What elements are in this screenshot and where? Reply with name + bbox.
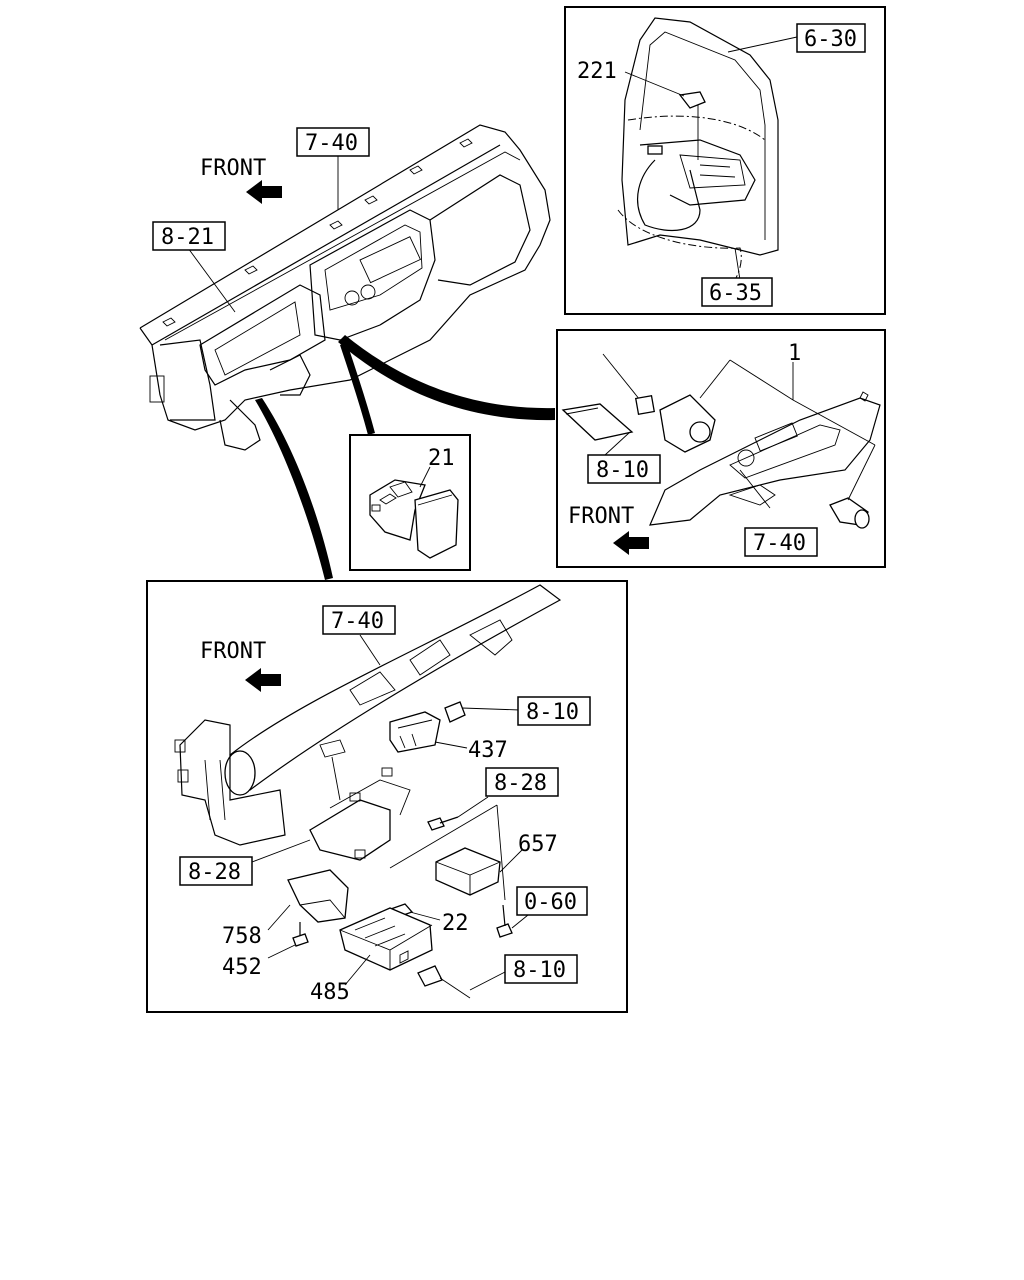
ref-box-bracket-screw: 0-60 bbox=[516, 886, 588, 916]
ref-label-bracket-bolt: 8-28 bbox=[494, 771, 547, 796]
part-label-relay: 437 bbox=[468, 738, 508, 763]
console-detail-frame bbox=[556, 329, 886, 568]
door-assembly bbox=[617, 17, 798, 301]
part-label-door-switch: 221 bbox=[577, 59, 617, 84]
ref-box-console-harness: 8-10 bbox=[587, 454, 661, 484]
ref-label-bracket-screw: 0-60 bbox=[524, 890, 577, 915]
ref-box-console-panel: 7-40 bbox=[744, 527, 818, 557]
dashboard-assembly bbox=[139, 124, 555, 580]
ref-box-bracket-harness-bottom: 8-10 bbox=[504, 954, 578, 984]
bracket-detail-frame bbox=[146, 580, 628, 1013]
part-label-console-switch: 1 bbox=[788, 341, 801, 366]
ref-label-main-dash: 7-40 bbox=[305, 131, 358, 156]
ref-box-door-outer: 6-30 bbox=[796, 23, 866, 53]
part-label-bracket: 758 bbox=[222, 924, 262, 949]
ref-label-door-outer: 6-30 bbox=[804, 27, 857, 52]
ref-label-bracket-harness-bottom: 8-10 bbox=[513, 958, 566, 983]
front-label-main: FRONT bbox=[200, 156, 266, 181]
ref-box-bracket-bolt: 8-28 bbox=[485, 767, 559, 797]
part-label-bolt: 452 bbox=[222, 955, 262, 980]
ref-box-bracket-harness-top: 8-10 bbox=[517, 696, 591, 726]
front-label-bracket: FRONT bbox=[200, 639, 266, 664]
ref-label-console-panel: 7-40 bbox=[753, 531, 806, 556]
ref-label-console-harness: 8-10 bbox=[596, 458, 649, 483]
part-label-hazard-switch: 21 bbox=[428, 446, 455, 471]
ref-label-door-trim: 6-35 bbox=[709, 281, 762, 306]
ref-box-bracket-dash: 7-40 bbox=[322, 605, 396, 635]
bracket-assembly bbox=[174, 584, 562, 999]
part-label-controller: 485 bbox=[310, 980, 350, 1005]
ref-label-bracket-dash: 7-40 bbox=[331, 609, 384, 634]
hazard-switch-assembly bbox=[369, 466, 459, 559]
ref-label-main-cluster: 8-21 bbox=[161, 225, 214, 250]
part-label-module: 657 bbox=[518, 832, 558, 857]
ref-label-bracket-harness-top: 8-10 bbox=[526, 700, 579, 725]
ref-box-bracket-left: 8-28 bbox=[179, 856, 253, 886]
door-detail-frame bbox=[564, 6, 886, 315]
ref-label-bracket-left: 8-28 bbox=[188, 860, 241, 885]
front-label-console: FRONT bbox=[568, 504, 634, 529]
part-label-clip: 22 bbox=[442, 911, 469, 936]
hazard-detail-frame bbox=[349, 434, 471, 571]
ref-box-main-cluster: 8-21 bbox=[152, 221, 226, 251]
console-assembly bbox=[561, 353, 881, 555]
ref-box-door-trim: 6-35 bbox=[701, 277, 773, 307]
ref-box-main-dash: 7-40 bbox=[296, 127, 370, 157]
